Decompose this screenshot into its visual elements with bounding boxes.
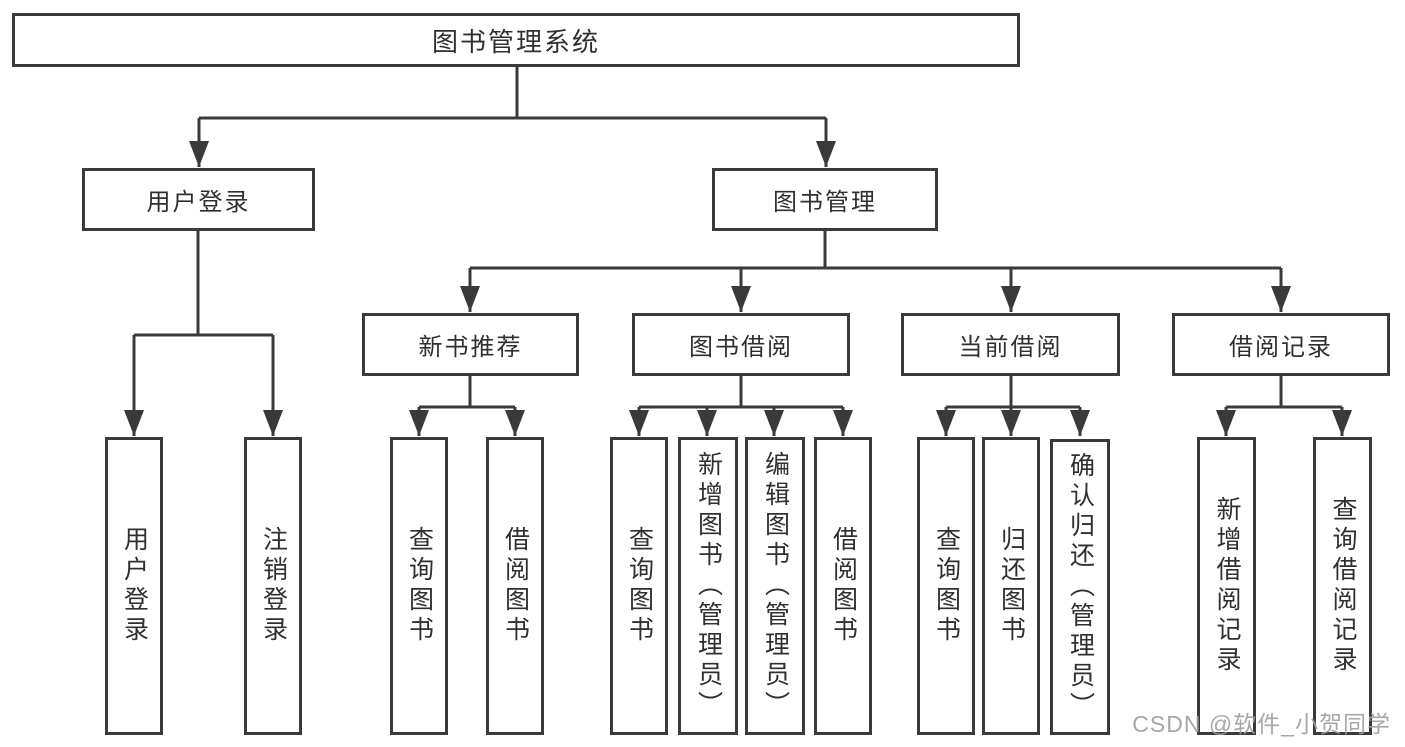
leaf-recommend-query-books: 查询图书: [390, 437, 448, 735]
spine-new-book-recommendation: [419, 376, 515, 409]
node-library-management-system: 图书管理系统: [12, 13, 1020, 67]
node-current-borrowing: 当前借阅: [901, 313, 1120, 376]
node-user-login: 用户登录: [82, 168, 315, 231]
watermark: CSDN @软件_小贺同学: [1132, 711, 1391, 737]
node-book-management: 图书管理: [712, 168, 938, 231]
leaf-current-confirm-return-admin: 确认归还（管理员）: [1050, 439, 1110, 735]
spine-current-borrowing: [946, 376, 1080, 409]
leaf-current-query-books: 查询图书: [917, 437, 975, 735]
leaf-borrow-query-books: 查询图书: [610, 437, 668, 735]
spine-root-to-level2: [199, 67, 826, 120]
leaf-current-return-books: 归还图书: [982, 437, 1040, 735]
spine-user-login: [134, 231, 273, 337]
spine-book-borrowing: [639, 376, 843, 409]
node-book-borrowing: 图书借阅: [632, 313, 850, 376]
spine-book-management: [470, 231, 1281, 270]
leaf-user-login: 用户登录: [105, 437, 163, 735]
leaf-logout: 注销登录: [244, 437, 302, 735]
leaf-borrow-borrow-books: 借阅图书: [814, 437, 872, 735]
leaf-borrow-add-books-admin: 新增图书（管理员）: [678, 437, 738, 735]
spine-borrowing-records: [1226, 376, 1342, 409]
leaf-recommend-borrow-books: 借阅图书: [486, 437, 544, 735]
leaf-borrow-edit-books-admin: 编辑图书（管理员）: [745, 437, 805, 735]
node-new-book-recommendation: 新书推荐: [362, 313, 579, 376]
leaf-records-query-record: 查询借阅记录: [1313, 437, 1372, 735]
node-borrowing-records: 借阅记录: [1172, 313, 1390, 376]
leaf-records-add-record: 新增借阅记录: [1197, 437, 1256, 735]
